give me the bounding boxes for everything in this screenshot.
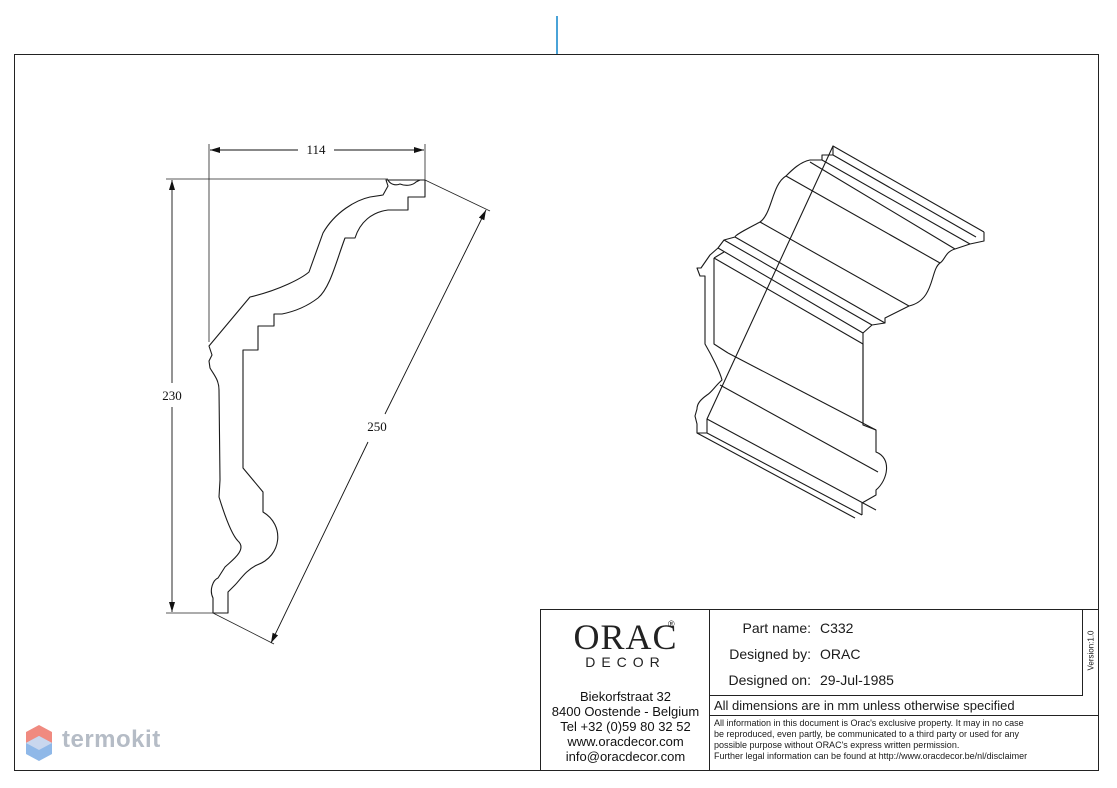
decor-logo-text: DECOR — [585, 654, 666, 670]
designed-by-value: ORAC — [820, 646, 861, 662]
designed-on-row: Designed on: 29-Jul-1985 — [710, 668, 1083, 694]
diagonal-dimension-label: 250 — [367, 419, 387, 434]
part-name-row: Part name: C332 — [710, 616, 1083, 642]
version-cell: Version:1.0 — [1083, 610, 1099, 696]
diagonal-dimension-line — [384, 209, 487, 415]
part-name-label: Part name: — [742, 620, 811, 636]
legal-notice: All information in this document is Orac… — [710, 716, 1099, 770]
designed-on-label: Designed on: — [728, 672, 811, 688]
profile-top-notch — [387, 179, 421, 186]
address-phone: Tel +32 (0)59 80 32 52 — [560, 719, 691, 734]
termokit-logo-icon — [26, 725, 52, 761]
part-fields: Part name: C332 Designed by: ORAC Design… — [710, 610, 1083, 696]
address-email: info@oracdecor.com — [565, 749, 686, 764]
address-city: 8400 Oostende - Belgium — [551, 704, 700, 719]
address-website: www.oracdecor.com — [567, 734, 684, 749]
company-address: Biekorfstraat 32 8400 Oostende - Belgium… — [541, 689, 710, 764]
legal-line: be reproduced, even partly, be communica… — [714, 729, 1020, 739]
legal-line: All information in this document is Orac… — [714, 718, 1024, 728]
extension-lines — [166, 144, 491, 645]
address-street: Biekorfstraat 32 — [579, 689, 672, 704]
moulding-profile — [208, 179, 426, 614]
iso-end-profile — [694, 145, 834, 434]
registered-mark: ® — [668, 619, 675, 629]
dimension-lines — [169, 147, 487, 644]
profile-outer-outline — [208, 179, 426, 614]
dimensions-note: All dimensions are in mm unless otherwis… — [710, 696, 1099, 716]
watermark-text: termokit — [62, 726, 161, 753]
orac-logo: ORAC — [573, 617, 678, 657]
part-name-value: C332 — [820, 620, 854, 636]
designed-by-label: Designed by: — [729, 646, 811, 662]
legal-line: Further legal information can be found a… — [714, 751, 1028, 761]
iso-far-end — [861, 232, 985, 515]
width-dimension-label: 114 — [306, 142, 326, 157]
version-label: Version:1.0 — [1086, 630, 1096, 671]
sheet-top-marker — [556, 16, 558, 54]
height-dimension-label: 230 — [162, 388, 182, 403]
designed-on-value: 29-Jul-1985 — [820, 672, 894, 688]
title-block: ORAC ® DECOR Biekorfstraat 32 8400 Ooste… — [540, 609, 1099, 771]
moulding-isometric-view — [694, 145, 985, 519]
designed-by-row: Designed by: ORAC — [710, 642, 1083, 668]
company-info-cell: ORAC ® DECOR Biekorfstraat 32 8400 Ooste… — [541, 610, 710, 770]
legal-line: possible purpose without ORAC's express … — [714, 740, 960, 750]
